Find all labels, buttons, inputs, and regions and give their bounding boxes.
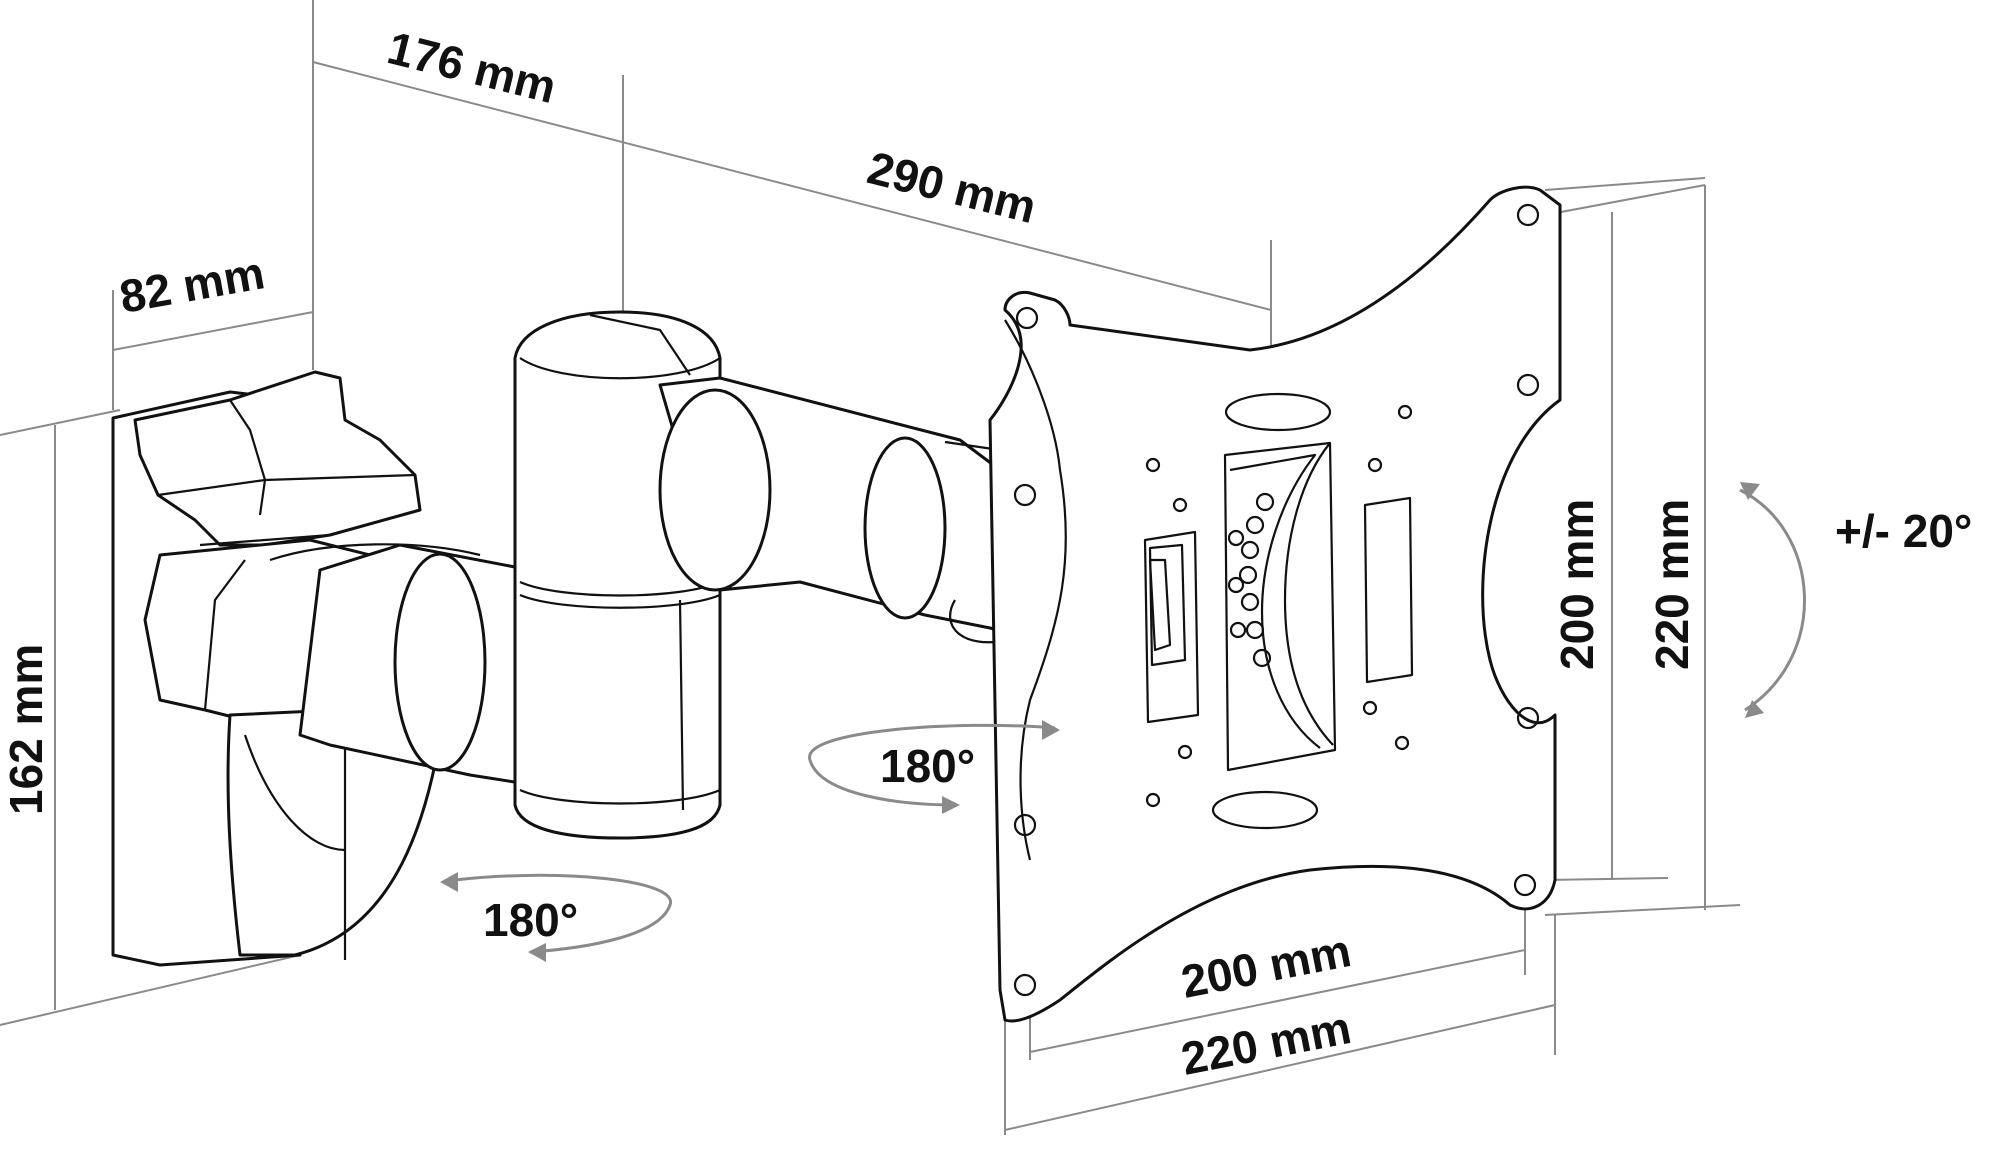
tilt-arrow-head-bottom	[1745, 700, 1764, 718]
label-vesa-horizontal-220mm: 220 mm	[1177, 1001, 1355, 1085]
tilt-arrow-head-top	[1740, 482, 1760, 500]
label-vesa-vertical-200mm: 200 mm	[1551, 499, 1603, 670]
arm-swivel-arrow-head-bottom	[528, 943, 546, 962]
plate-swivel-arrow-head-top	[1042, 720, 1060, 740]
label-vesa-horizontal-200mm: 200 mm	[1177, 924, 1355, 1008]
plate-swivel-arrow-head-bottom	[942, 796, 960, 814]
wall-plate	[111, 370, 447, 967]
first-arm	[269, 543, 567, 792]
label-arm-swivel-angle: 180°	[483, 894, 578, 946]
label-176mm: 176 mm	[383, 21, 562, 113]
mounting-plate	[988, 185, 1562, 1023]
label-plate-swivel-angle: 180°	[880, 740, 975, 792]
label-162mm: 162 mm	[0, 644, 52, 815]
rotation-arrows	[440, 482, 1806, 962]
label-vesa-vertical-220mm: 220 mm	[1646, 499, 1698, 670]
arm-swivel-arrow-head-top	[440, 872, 458, 892]
label-82mm: 82 mm	[116, 246, 269, 323]
second-arm	[658, 376, 1062, 644]
dimension-lines	[0, 0, 1741, 1135]
label-290mm: 290 mm	[863, 141, 1042, 233]
label-tilt-angle: +/- 20°	[1835, 505, 1972, 557]
